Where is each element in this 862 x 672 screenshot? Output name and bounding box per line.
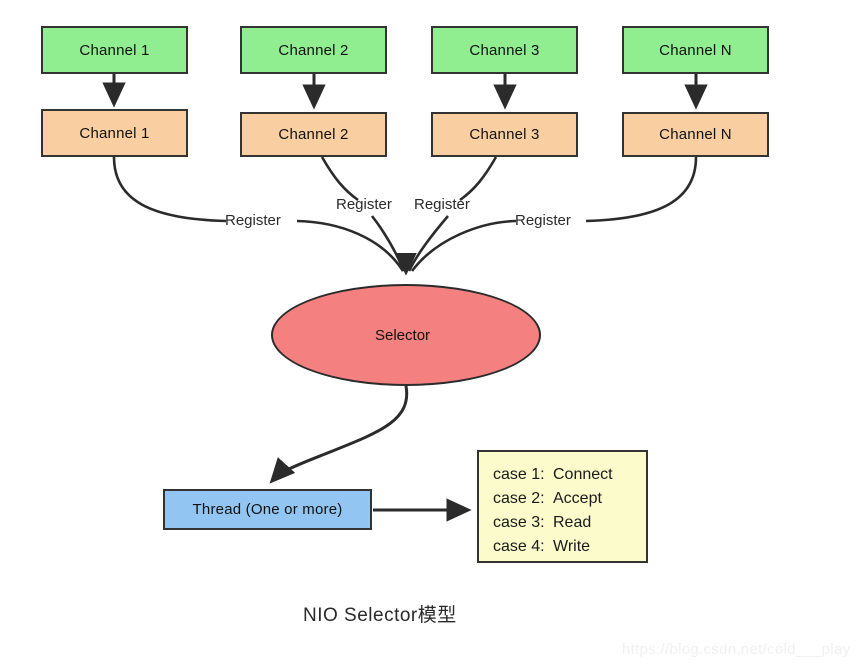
channel-top-2-label: Channel 2 [278,41,349,59]
case-row-1-key: case 1: [493,466,545,483]
case-row-2: case 2: Accept [493,487,646,511]
case-row-4-value: Write [553,538,591,555]
channel-bottom-n-label: Channel N [659,126,732,143]
case-row-1-value: Connect [553,466,613,483]
register-label-2-text: Register [336,196,392,213]
channel-top-1-label: Channel 1 [79,41,150,59]
watermark: https://blog.csdn.net/cold___play [622,641,850,658]
channel-bottom-3[interactable]: Channel 3 [431,112,578,157]
selector-label: Selector [375,327,430,344]
register-label-1-text: Register [225,212,281,229]
register-label-1: Register [225,212,281,229]
register-label-4-text: Register [515,212,571,229]
channel-bottom-1[interactable]: Channel 1 [41,109,188,157]
selector-to-thread-edge [269,385,409,484]
register-label-4: Register [515,212,571,229]
case-row-4: case 4: Write [493,535,646,559]
channel-link-arrows [102,74,708,110]
case-row-2-key: case 2: [493,490,545,507]
register-label-2: Register [336,196,392,213]
case-row-3-value: Read [553,514,592,531]
channel-top-2[interactable]: Channel 2 [240,26,387,74]
case-row-3-key: case 3: [493,514,545,531]
selector-node[interactable] [271,284,541,386]
channel-bottom-2[interactable]: Channel 2 [240,112,387,157]
channel-top-n-label: Channel N [659,41,732,59]
channel-top-3[interactable]: Channel 3 [431,26,578,74]
channel-top-1[interactable]: Channel 1 [41,26,188,74]
case-row-1: case 1: Connect [493,463,646,487]
register-curves [112,156,698,276]
cases-box[interactable]: case 1: Connect case 2: Accept case 3: R… [477,450,648,563]
channel-bottom-2-label: Channel 2 [278,126,349,143]
watermark-text: https://blog.csdn.net/cold___play [622,641,851,658]
channel-bottom-1-label: Channel 1 [79,124,150,142]
page-title: NIO Selector模型 [303,600,457,627]
register-label-3: Register [414,196,470,213]
case-row-3: case 3: Read [493,511,646,535]
channel-top-n[interactable]: Channel N [622,26,769,74]
page-title-text: NIO Selector模型 [303,605,457,626]
selector-label-text: Selector [375,327,431,344]
thread-node[interactable]: Thread (One or more) [163,489,372,530]
register-label-3-text: Register [414,196,470,213]
channel-bottom-n[interactable]: Channel N [622,112,769,157]
channel-top-3-label: Channel 3 [469,41,540,59]
case-row-2-value: Accept [553,490,602,507]
channel-bottom-3-label: Channel 3 [469,126,540,143]
thread-label: Thread (One or more) [192,501,343,518]
case-row-4-key: case 4: [493,538,545,555]
